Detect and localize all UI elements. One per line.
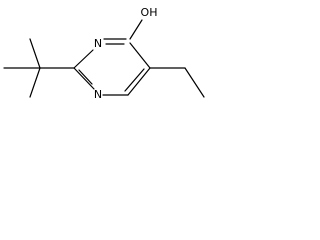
- structure-svg: N N OH: [3, 6, 205, 101]
- bond-cquat-me3: [29, 67, 41, 98]
- bond-c5-c6: [127, 67, 151, 96]
- molecule-diagram: N N OH: [0, 0, 226, 120]
- pyrimidine-ring: [73, 38, 151, 96]
- atom-n-upper: N: [94, 37, 102, 50]
- ethyl-group: [149, 67, 205, 98]
- bond-c5-c6-double: [124, 68, 145, 92]
- hydroxyl-group: [129, 19, 143, 40]
- bond-c4-o: [129, 19, 143, 40]
- bond-c2-n1: [73, 49, 94, 69]
- bond-c4-c5: [129, 42, 151, 69]
- bond-cquat-me2: [29, 38, 41, 69]
- tert-butyl-group: [3, 38, 75, 98]
- atom-n-lower: N: [94, 88, 102, 101]
- atom-hydroxyl: OH: [141, 6, 158, 19]
- bond-ch2-ch3: [184, 67, 205, 98]
- bond-n3-c2: [73, 67, 95, 90]
- bond-n3-c2-double: [78, 69, 93, 85]
